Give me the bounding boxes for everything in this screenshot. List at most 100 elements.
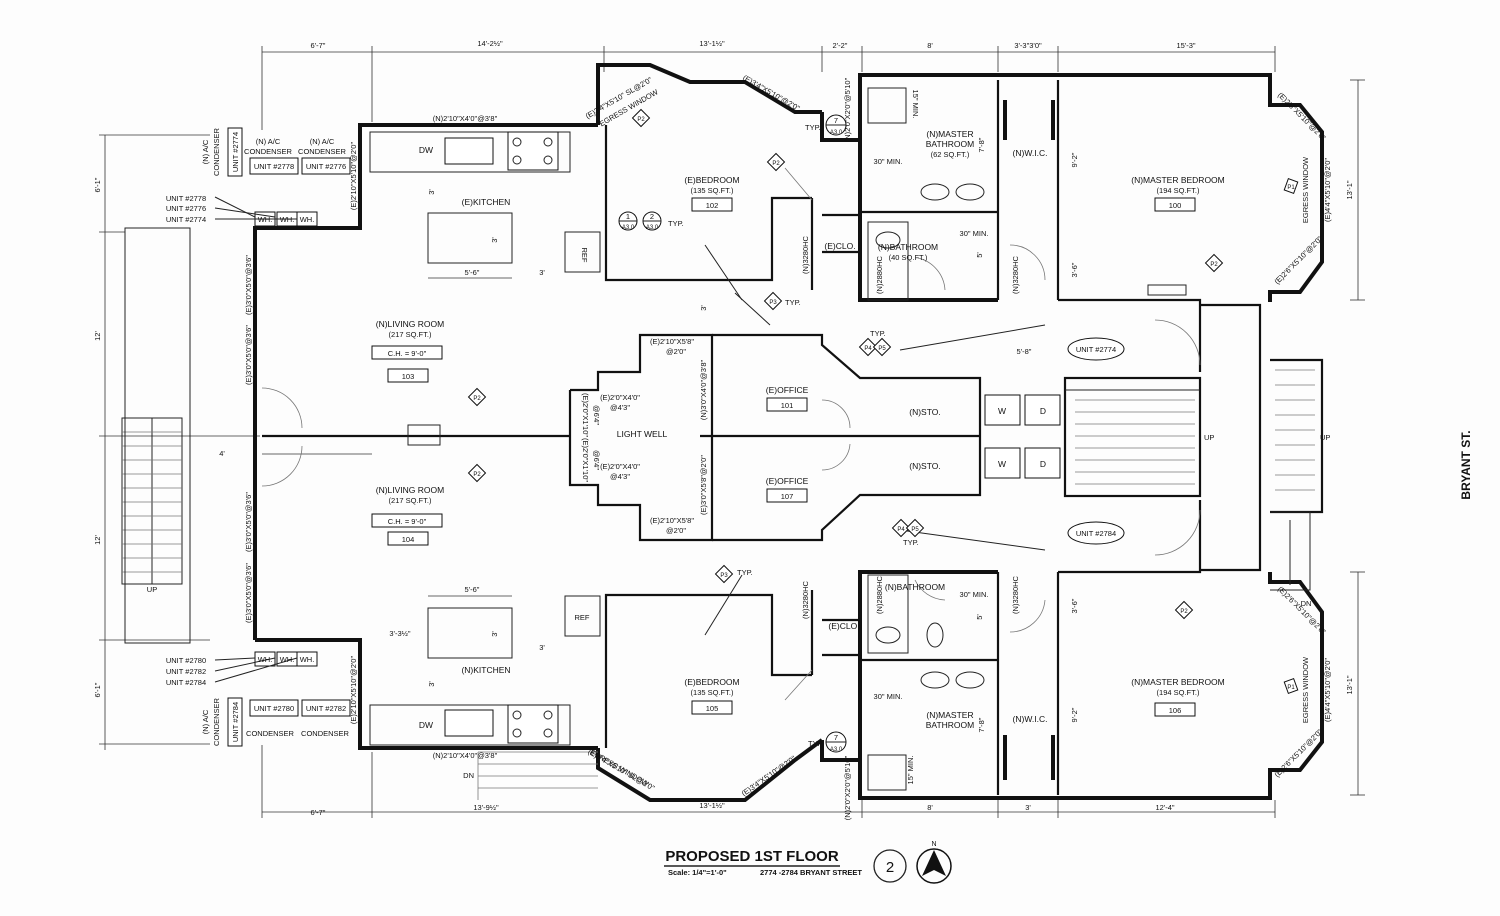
dim-label: 9'-2"	[1070, 707, 1079, 722]
door-label: (N)2880HC	[875, 255, 884, 294]
room-name: (E)KITCHEN	[462, 197, 511, 207]
dim-label: 13'-1"	[1345, 180, 1354, 199]
window-label: @2'0"	[666, 526, 686, 535]
room-number: 107	[781, 492, 794, 501]
dim-label: 5'	[975, 614, 984, 620]
room-name: (N)LIVING ROOM	[376, 485, 444, 495]
typ-label: TYP.	[805, 123, 821, 132]
window-label: (E)2'10"X5'8"	[650, 337, 694, 346]
window-label: (E)3'4"X5'10"@2'0"	[741, 73, 801, 113]
clearance-label: 30" MIN.	[960, 229, 989, 238]
unit-label: UNIT #2774	[1076, 345, 1116, 354]
washer-label: W	[998, 459, 1006, 469]
door-label: (N)3280HC	[1011, 255, 1020, 294]
partition-tag: P4	[897, 527, 905, 533]
typ-label: TYP.	[808, 739, 824, 748]
water-heater-label: WH.	[300, 215, 315, 224]
svg-text:N: N	[931, 841, 936, 848]
light-well-label: LIGHT WELL	[617, 429, 668, 439]
condenser-label-vertical: CONDENSER	[212, 127, 221, 176]
dryer-label: D	[1040, 459, 1046, 469]
room-name: (N)MASTER BEDROOM	[1131, 677, 1225, 687]
window-label: @4'3"	[610, 403, 630, 412]
condenser-label: CONDENSER	[246, 729, 295, 738]
room-area: (135 SQ.FT.)	[691, 688, 734, 697]
dim-label: 12'	[93, 331, 102, 341]
dim-label: 13'-9½"	[473, 803, 499, 812]
room-name: (N)W.I.C.	[1013, 148, 1048, 158]
window-label: (N)2'0"X2'0"@5'10"	[843, 77, 852, 142]
detail-tag: 2	[650, 212, 654, 221]
sheet-tag: A3.0	[646, 225, 659, 231]
dim-label: 7'-8"	[977, 717, 986, 732]
reference-tags: 1 A3.0 2 A3.0 7 A3.0 7 A3.0 P2 P2 P2 P2 …	[467, 108, 1299, 753]
window-label: (E)2'10"X5'8"	[650, 516, 694, 525]
typ-label: TYP.	[668, 219, 684, 228]
window-label: (E)2'0"X1'10"	[581, 438, 590, 482]
room-number: 100	[1169, 201, 1182, 210]
window-label: (E)3'4"X5'10"@2'0"	[740, 754, 798, 798]
unit-label: UNIT #2782	[166, 667, 206, 676]
dim-label: 3'	[539, 643, 545, 652]
dim-label: 5'-6"	[465, 585, 480, 594]
room-number: 106	[1169, 706, 1182, 715]
window-label: @6'4"	[592, 405, 601, 425]
unit-label: UNIT #2780	[166, 656, 206, 665]
unit-label: UNIT #2782	[306, 704, 346, 713]
unit-label: UNIT #2780	[254, 704, 294, 713]
dim-label: 9'-2"	[1070, 152, 1079, 167]
dim-label: 3'	[427, 681, 436, 687]
room-name: (E)BEDROOM	[684, 175, 739, 185]
window-label: (E)4'4"X5'10"@2'0"	[1323, 158, 1332, 222]
unit-label: UNIT #2776	[166, 204, 206, 213]
dim-label: 15'-3"	[1176, 41, 1195, 50]
room-name: (E)CLO.	[824, 241, 855, 251]
water-heater-label: WH.	[280, 655, 295, 664]
window-label: @4'3"	[610, 472, 630, 481]
unit-label: UNIT #2778	[254, 162, 294, 171]
window-label: (E)3'0"X5'8"@2'0"	[699, 455, 708, 515]
partition-tag: P1	[1287, 685, 1295, 691]
window-label: (N)2'10"X4'0"@3'8"	[433, 114, 498, 123]
washer-label: W	[998, 406, 1006, 416]
drawing-title: PROPOSED 1ST FLOOR	[665, 848, 839, 865]
room-name: (E)OFFICE	[766, 385, 809, 395]
room-name: (N)BATHROOM	[878, 242, 938, 252]
room-name: (N)LIVING ROOM	[376, 319, 444, 329]
dim-label: 3'	[1025, 803, 1031, 812]
dim-label: 13'-1½"	[699, 39, 725, 48]
ac-label: (N) A/C	[310, 137, 335, 146]
north-arrow-icon: N	[916, 841, 952, 884]
room-number: 103	[402, 372, 415, 381]
dim-label: 8'	[927, 41, 933, 50]
unit-label: UNIT #2784	[1076, 529, 1116, 538]
partition-tag: P5	[911, 527, 919, 533]
window-label: (E)3'0"X5'0"@3'6"	[244, 492, 253, 552]
door-label: (N)3280HC	[801, 580, 810, 619]
dim-label: 3'	[539, 268, 545, 277]
dishwasher-label: DW	[419, 720, 433, 730]
partition-tag: P2	[473, 472, 481, 478]
room-number: 105	[706, 704, 719, 713]
dim-label: 7'-8"	[977, 137, 986, 152]
unit-label: UNIT #2774	[231, 132, 240, 172]
room-area: (40 SQ.FT.)	[889, 253, 928, 262]
ref-label: REF	[575, 613, 590, 622]
room-name: (E)BEDROOM	[684, 677, 739, 687]
window-label: @2'0"	[666, 347, 686, 356]
ceiling-height: C.H. = 9'-0"	[388, 349, 427, 358]
drawing-scale: Scale: 1/4"=1'-0"	[668, 868, 727, 877]
partition-tag: P2	[1180, 609, 1188, 615]
window-label: EGRESS WINDOW	[1301, 656, 1310, 723]
room-name: (N)MASTER	[926, 129, 973, 139]
room-name-2: BATHROOM	[926, 720, 974, 730]
dim-label: 5'-6"	[465, 268, 480, 277]
drawing-address: 2774 -2784 BRYANT STREET	[760, 868, 862, 877]
room-name: (N)MASTER BEDROOM	[1131, 175, 1225, 185]
room-name: (N)KITCHEN	[461, 665, 510, 675]
detail-tag: 7	[834, 733, 838, 742]
stairs	[121, 227, 1315, 800]
walls	[253, 63, 1324, 802]
dim-label: 13'-1"	[1345, 675, 1354, 694]
partition-tag: P3	[720, 573, 728, 579]
